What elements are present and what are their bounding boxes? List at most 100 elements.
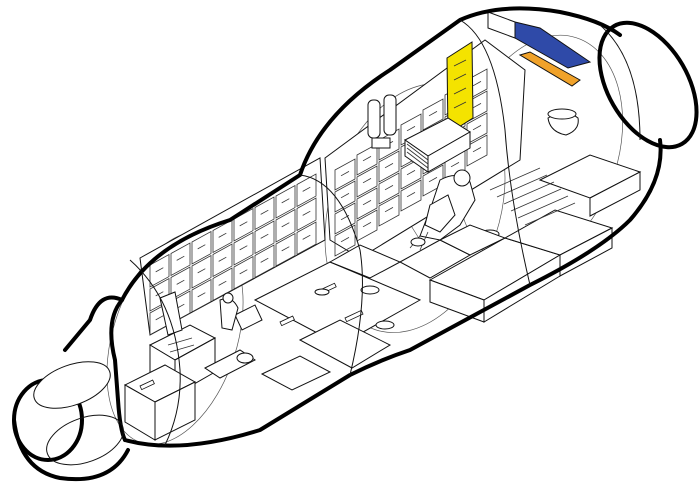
hatch-icon (33, 361, 111, 409)
rack-slot (340, 237, 350, 243)
astronaut-small-head (222, 292, 234, 304)
aft-small-box (234, 304, 263, 331)
rack-panel (275, 208, 296, 243)
rack-slot (197, 292, 206, 298)
rack-panel (149, 253, 170, 288)
rack-slot (472, 125, 482, 131)
rack-panel (170, 242, 191, 277)
rack-panel (275, 232, 296, 267)
bulkhead-aft (129, 259, 181, 446)
aft-hatch-base (12, 418, 130, 482)
rack-slot (406, 126, 416, 132)
rack-panel (170, 266, 191, 301)
floor-slats (489, 167, 576, 226)
floor-plate-a (253, 261, 422, 346)
rack-slot (472, 81, 482, 87)
rack-panel (275, 184, 296, 219)
rack-slot (281, 246, 290, 252)
box-c-front (589, 171, 641, 217)
rack-slot (218, 280, 227, 286)
rack-panel (334, 224, 356, 257)
rack-panel (191, 230, 212, 265)
floor-plate-c (260, 355, 332, 391)
bulkhead-2 (459, 19, 531, 286)
rack-panel (400, 179, 422, 212)
astronaut-body (424, 194, 456, 233)
rack-panel (254, 220, 275, 255)
rack-slot (155, 315, 164, 321)
floor-port-1 (360, 285, 380, 295)
rack-slot (384, 163, 394, 169)
rack-panel (212, 219, 233, 254)
rack-slot (340, 193, 350, 199)
rack-slot (472, 103, 482, 109)
bulkhead-1 (299, 174, 363, 376)
floor-port-3 (375, 320, 395, 330)
rack-slot (472, 147, 482, 153)
rack-slot (450, 162, 460, 168)
rack-slot (362, 156, 372, 162)
rack-slot (176, 255, 185, 261)
rack-slot (218, 256, 227, 262)
rack-panel (254, 244, 275, 279)
rack-slot (362, 178, 372, 184)
aft-equipment (123, 291, 263, 441)
rack-panel (296, 197, 317, 232)
rack-panel (356, 209, 378, 242)
rack-slot (362, 222, 372, 228)
rack-slot (362, 200, 372, 206)
rack-slot (155, 291, 164, 297)
toilet-seat (547, 108, 577, 120)
aft-box-side (124, 384, 156, 441)
rack-slot (384, 207, 394, 213)
rack-slot (260, 257, 269, 263)
rack-panel (378, 194, 400, 227)
rack-slot (260, 233, 269, 239)
aft-neck (109, 298, 127, 442)
rack-panel (296, 221, 317, 256)
rack-slot (340, 171, 350, 177)
rack-panel (191, 278, 212, 313)
aft-locker (159, 291, 183, 336)
tank-1 (367, 99, 381, 139)
rack-panel (378, 150, 400, 183)
bunk-front (427, 131, 471, 173)
astronaut-head (453, 169, 471, 187)
rack-slot (281, 222, 290, 228)
rack-slot (155, 267, 164, 273)
rack-slot (384, 185, 394, 191)
rack-panel (191, 254, 212, 289)
rack-panel (356, 143, 378, 176)
rack-slot (406, 170, 416, 176)
rack-slot (428, 111, 438, 117)
rack-slot (218, 232, 227, 238)
rack-slot (302, 210, 311, 216)
rack-slot (197, 244, 206, 250)
hatch-ring (46, 414, 124, 466)
bulkhead-lines (129, 19, 641, 446)
corner-panel (487, 11, 516, 39)
rack-panel (233, 231, 254, 266)
aft-valve (236, 352, 254, 364)
rack-slot (406, 192, 416, 198)
rack-slot (239, 245, 248, 251)
outer-hull (12, 6, 699, 482)
rack-slot (197, 268, 206, 274)
pressure-tanks (367, 94, 397, 149)
floor-port-2 (314, 288, 330, 296)
rack-slot (302, 186, 311, 192)
orange-stripe (518, 51, 581, 87)
rack-slot (260, 209, 269, 215)
tank-2 (383, 94, 397, 136)
rack-panel (212, 267, 233, 302)
sleep-bunk-icon (404, 117, 471, 173)
rack-panel (334, 202, 356, 235)
rack-panel (378, 172, 400, 205)
rack-slot (239, 269, 248, 275)
tank-base (371, 137, 391, 149)
rack-panel (422, 98, 444, 131)
rack-panel (233, 207, 254, 242)
floor-plate-b (298, 319, 392, 369)
